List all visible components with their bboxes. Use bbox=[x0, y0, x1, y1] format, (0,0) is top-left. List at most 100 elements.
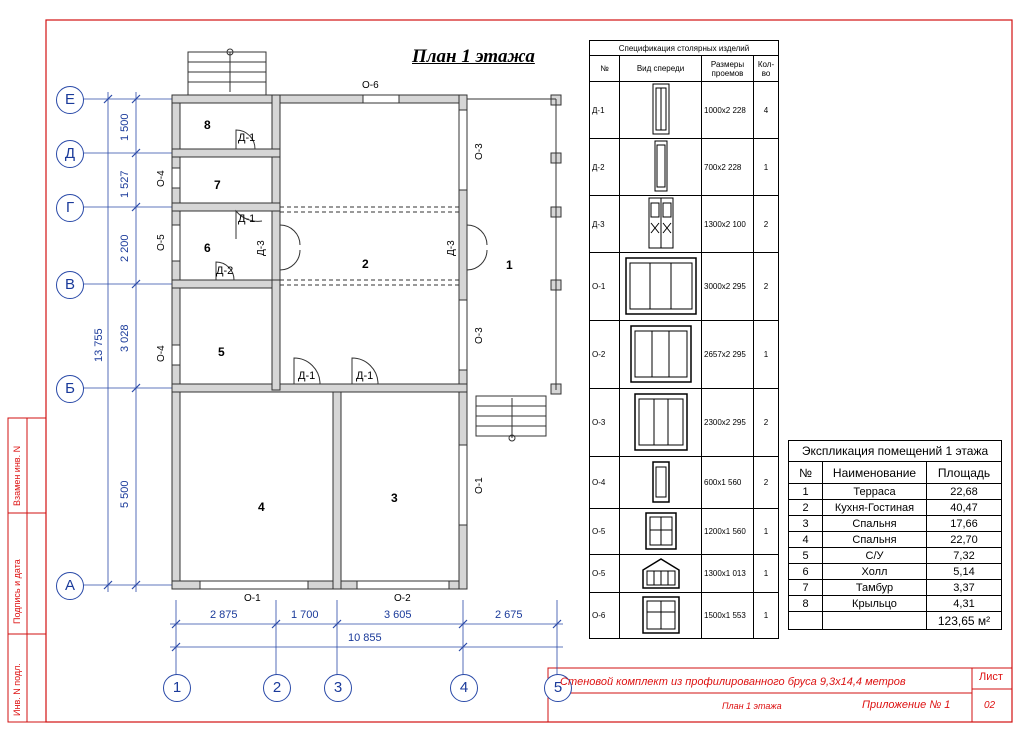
expl-area: 22,70 bbox=[925, 531, 1003, 548]
window-label: О-4 bbox=[156, 345, 167, 362]
spec-size: 2657х2 295 bbox=[701, 320, 754, 389]
door-label: Д-2 bbox=[216, 265, 234, 277]
dim-ticks bbox=[103, 94, 562, 652]
window-o5-drawing bbox=[619, 508, 702, 555]
room-number: 4 bbox=[258, 500, 265, 514]
expl-n: 2 bbox=[788, 499, 823, 516]
side-strip bbox=[7, 417, 47, 723]
plan-title: План 1 этажа bbox=[412, 46, 535, 67]
porch-stairs bbox=[187, 48, 267, 96]
axis-marker: Г bbox=[56, 194, 84, 222]
expl-n: 8 bbox=[788, 595, 823, 612]
window-o5-arched-drawing bbox=[619, 554, 702, 593]
window-o2-drawing bbox=[619, 320, 702, 389]
spec-size: 2300х2 295 bbox=[701, 388, 754, 457]
spec-qty: 2 bbox=[753, 456, 779, 509]
spec-title: Спецификация столярных изделий bbox=[589, 40, 779, 56]
spec-size: 1300х1 013 bbox=[701, 554, 754, 593]
spec-size: 1000х2 228 bbox=[701, 81, 754, 139]
expl-name: Холл bbox=[822, 563, 927, 580]
expl-name: Крыльцо bbox=[822, 595, 927, 612]
spec-row: О-1 3000х2 295 2 bbox=[589, 252, 779, 321]
spec-row: Д-2 700х2 228 1 bbox=[589, 138, 779, 196]
room-number: 3 bbox=[391, 491, 398, 505]
spec-row: О-4 600х1 560 2 bbox=[589, 456, 779, 509]
door-label: Д-3 bbox=[256, 240, 267, 256]
door-label: Д-1 bbox=[356, 370, 374, 382]
window-o4-drawing bbox=[619, 456, 702, 509]
spec-id: О-4 bbox=[589, 456, 620, 509]
dim-label: 1 527 bbox=[119, 170, 131, 198]
side-label-sign: Подпись и дата bbox=[12, 559, 22, 624]
room-number: 7 bbox=[214, 178, 221, 192]
expl-n: 1 bbox=[788, 483, 823, 500]
axis-marker: 4 bbox=[450, 674, 478, 702]
axis-marker: Е bbox=[56, 86, 84, 114]
spec-row: Д-3 1300х2 100 2 bbox=[589, 195, 779, 253]
window-label: О-4 bbox=[156, 170, 167, 187]
room-number: 8 bbox=[204, 118, 211, 132]
spec-size: 1200х1 560 bbox=[701, 508, 754, 555]
room-number: 1 bbox=[506, 258, 513, 272]
spec-header: Вид спереди bbox=[619, 55, 702, 82]
dim-label: 2 675 bbox=[495, 609, 523, 621]
spec-qty: 1 bbox=[753, 138, 779, 196]
sheet-frame bbox=[45, 19, 1013, 723]
spec-qty: 4 bbox=[753, 81, 779, 139]
spec-row: О-5 1200х1 560 1 bbox=[589, 508, 779, 555]
appendix-label: Приложение № 1 bbox=[862, 699, 951, 711]
axis-marker: А bbox=[56, 572, 84, 600]
door-swings bbox=[215, 129, 488, 385]
window-o6-drawing bbox=[619, 592, 702, 639]
spec-size: 700х2 228 bbox=[701, 138, 754, 196]
room-number: 5 bbox=[218, 345, 225, 359]
expl-area: 4,31 bbox=[925, 595, 1003, 612]
spec-row: О-6 1500х1 553 1 bbox=[589, 592, 779, 639]
axis-marker: В bbox=[56, 271, 84, 299]
room-number: 6 bbox=[204, 241, 211, 255]
axis-marker: 1 bbox=[163, 674, 191, 702]
door-d2-drawing bbox=[619, 138, 702, 196]
window-o1-drawing bbox=[619, 252, 702, 321]
axis-marker: 5 bbox=[544, 674, 572, 702]
expl-n: 6 bbox=[788, 563, 823, 580]
expl-name: Тамбур bbox=[822, 579, 927, 596]
expl-header: Наименование bbox=[822, 461, 927, 484]
dim-label: 3 605 bbox=[384, 609, 412, 621]
expl-area: 3,37 bbox=[925, 579, 1003, 596]
expl-header: Площадь bbox=[925, 461, 1003, 484]
spec-size: 1300х2 100 bbox=[701, 195, 754, 253]
side-label-replace: Взамен инв. N bbox=[12, 445, 22, 506]
sheet-label: Лист bbox=[979, 671, 1003, 683]
expl-n: 3 bbox=[788, 515, 823, 532]
expl-area: 22,68 bbox=[925, 483, 1003, 500]
spec-qty: 1 bbox=[753, 592, 779, 639]
expl-area: 5,14 bbox=[925, 563, 1003, 580]
spec-qty: 1 bbox=[753, 554, 779, 593]
spec-id: О-5 bbox=[589, 554, 620, 593]
spec-table: Спецификация столярных изделий № Вид спе… bbox=[589, 40, 779, 639]
window-label: О-2 bbox=[394, 593, 411, 604]
window-label: О-3 bbox=[474, 143, 485, 160]
expl-area: 40,47 bbox=[925, 499, 1003, 516]
window-label: О-1 bbox=[474, 477, 485, 494]
spec-qty: 2 bbox=[753, 195, 779, 253]
spec-header: № bbox=[589, 55, 620, 82]
spec-id: Д-2 bbox=[589, 138, 620, 196]
spec-size: 1500х1 553 bbox=[701, 592, 754, 639]
expl-name: Спальня bbox=[822, 531, 927, 548]
spec-id: Д-1 bbox=[589, 81, 620, 139]
door-label: Д-1 bbox=[238, 132, 256, 144]
spec-size: 3000х2 295 bbox=[701, 252, 754, 321]
expl-name: Кухня-Гостиная bbox=[822, 499, 927, 516]
spec-qty: 1 bbox=[753, 320, 779, 389]
sheet-name: План 1 этажа bbox=[722, 701, 782, 711]
windows bbox=[171, 94, 468, 590]
explication-table: Экспликация помещений 1 этажа № Наименов… bbox=[787, 440, 1003, 630]
